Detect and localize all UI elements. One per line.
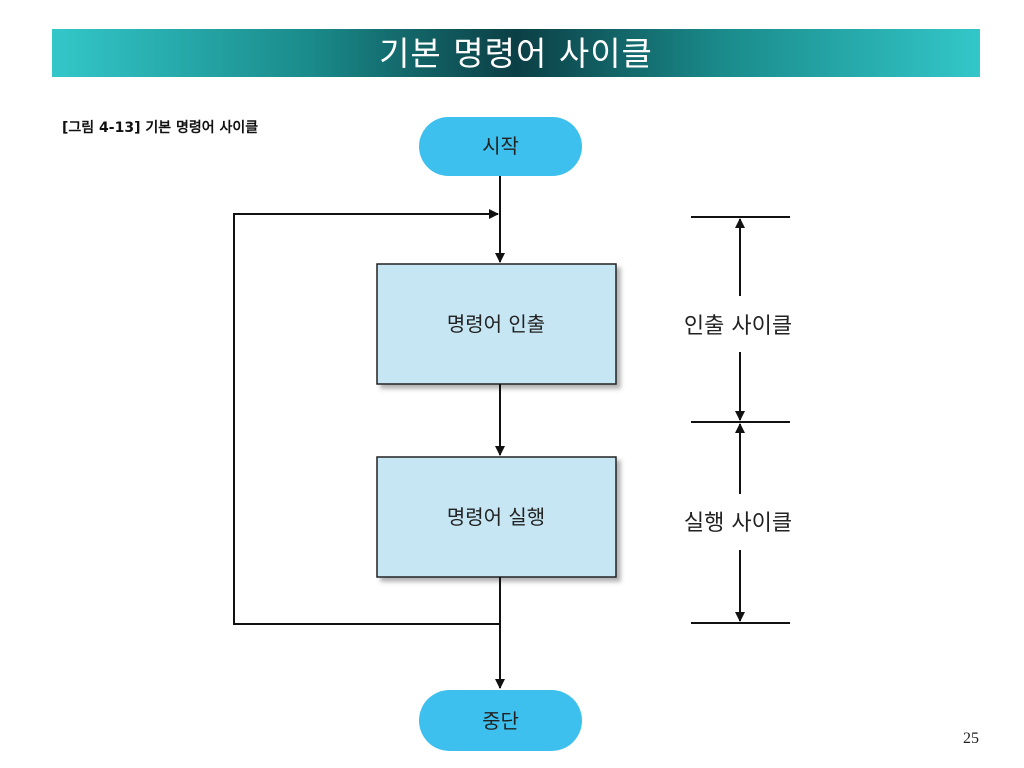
execute-box	[376, 456, 617, 578]
loop-back-line	[233, 209, 500, 625]
stop-label: 중단	[482, 709, 519, 733]
fetch-label: 명령어 인출	[447, 312, 545, 336]
execute-label: 명령어 실행	[447, 505, 545, 529]
fetch-box	[376, 263, 617, 385]
page-number: 25	[963, 730, 979, 747]
fetch-cycle-label: 인출 사이클	[684, 314, 792, 339]
start-terminal	[419, 117, 582, 176]
start-label: 시작	[482, 134, 519, 158]
slide-title: 기본 명령어 사이클	[379, 33, 653, 73]
execute-cycle-label: 실행 사이클	[684, 511, 792, 536]
figure-caption: [그림 4-13] 기본 명령어 사이클	[62, 120, 259, 136]
title-bar: 기본 명령어 사이클	[52, 29, 980, 77]
stop-terminal	[419, 690, 582, 751]
